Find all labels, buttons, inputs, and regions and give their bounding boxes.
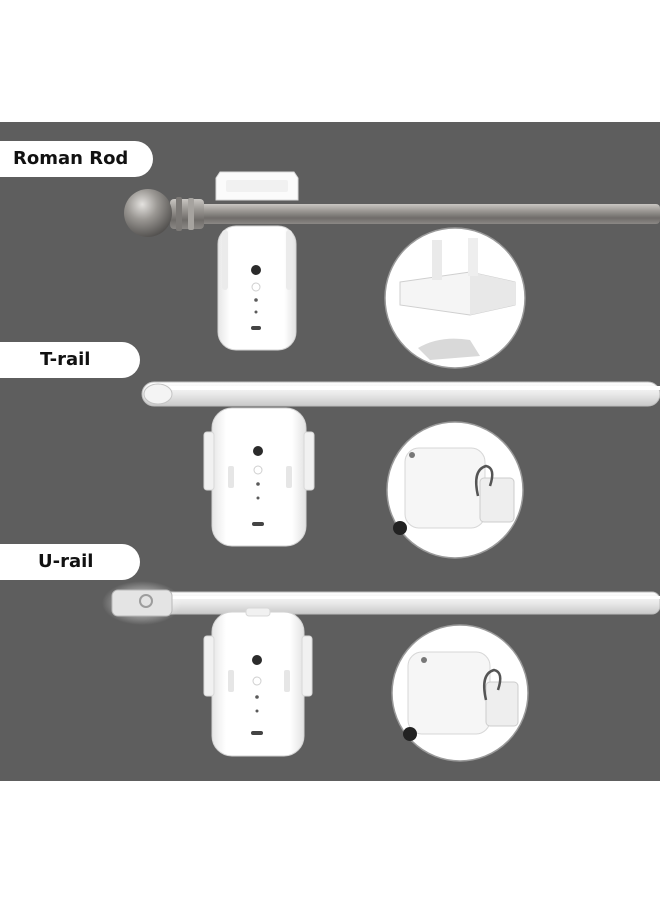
camera-lens bbox=[251, 265, 261, 275]
detail-circle-t-rail bbox=[386, 421, 524, 559]
usb-port bbox=[251, 731, 263, 735]
camera-lens bbox=[253, 446, 263, 456]
roman-rod bbox=[200, 204, 660, 224]
detail-circle-u-rail bbox=[391, 624, 529, 762]
motor-body-t-rail bbox=[203, 407, 315, 547]
motor-body-roman bbox=[217, 225, 297, 351]
t-rail bbox=[141, 381, 660, 407]
u-rail-end-cap bbox=[111, 589, 173, 617]
usb-port bbox=[251, 326, 261, 330]
detail-circle-roman bbox=[384, 227, 526, 369]
u-rail-assembly bbox=[102, 581, 660, 762]
label-t-rail: T-rail bbox=[0, 342, 140, 378]
gray-background-panel bbox=[0, 122, 660, 781]
label-u-rail: U-rail bbox=[0, 544, 140, 580]
motor-body-u-rail bbox=[203, 607, 313, 757]
u-rail bbox=[117, 591, 660, 615]
label-roman-rod: Roman Rod bbox=[0, 141, 153, 177]
roman-rod-assembly bbox=[124, 171, 660, 369]
camera-lens bbox=[252, 655, 262, 665]
rod-finial-ball bbox=[124, 189, 172, 237]
rod-collar bbox=[170, 199, 204, 229]
t-rail-assembly bbox=[141, 381, 660, 559]
usb-port bbox=[252, 522, 264, 526]
